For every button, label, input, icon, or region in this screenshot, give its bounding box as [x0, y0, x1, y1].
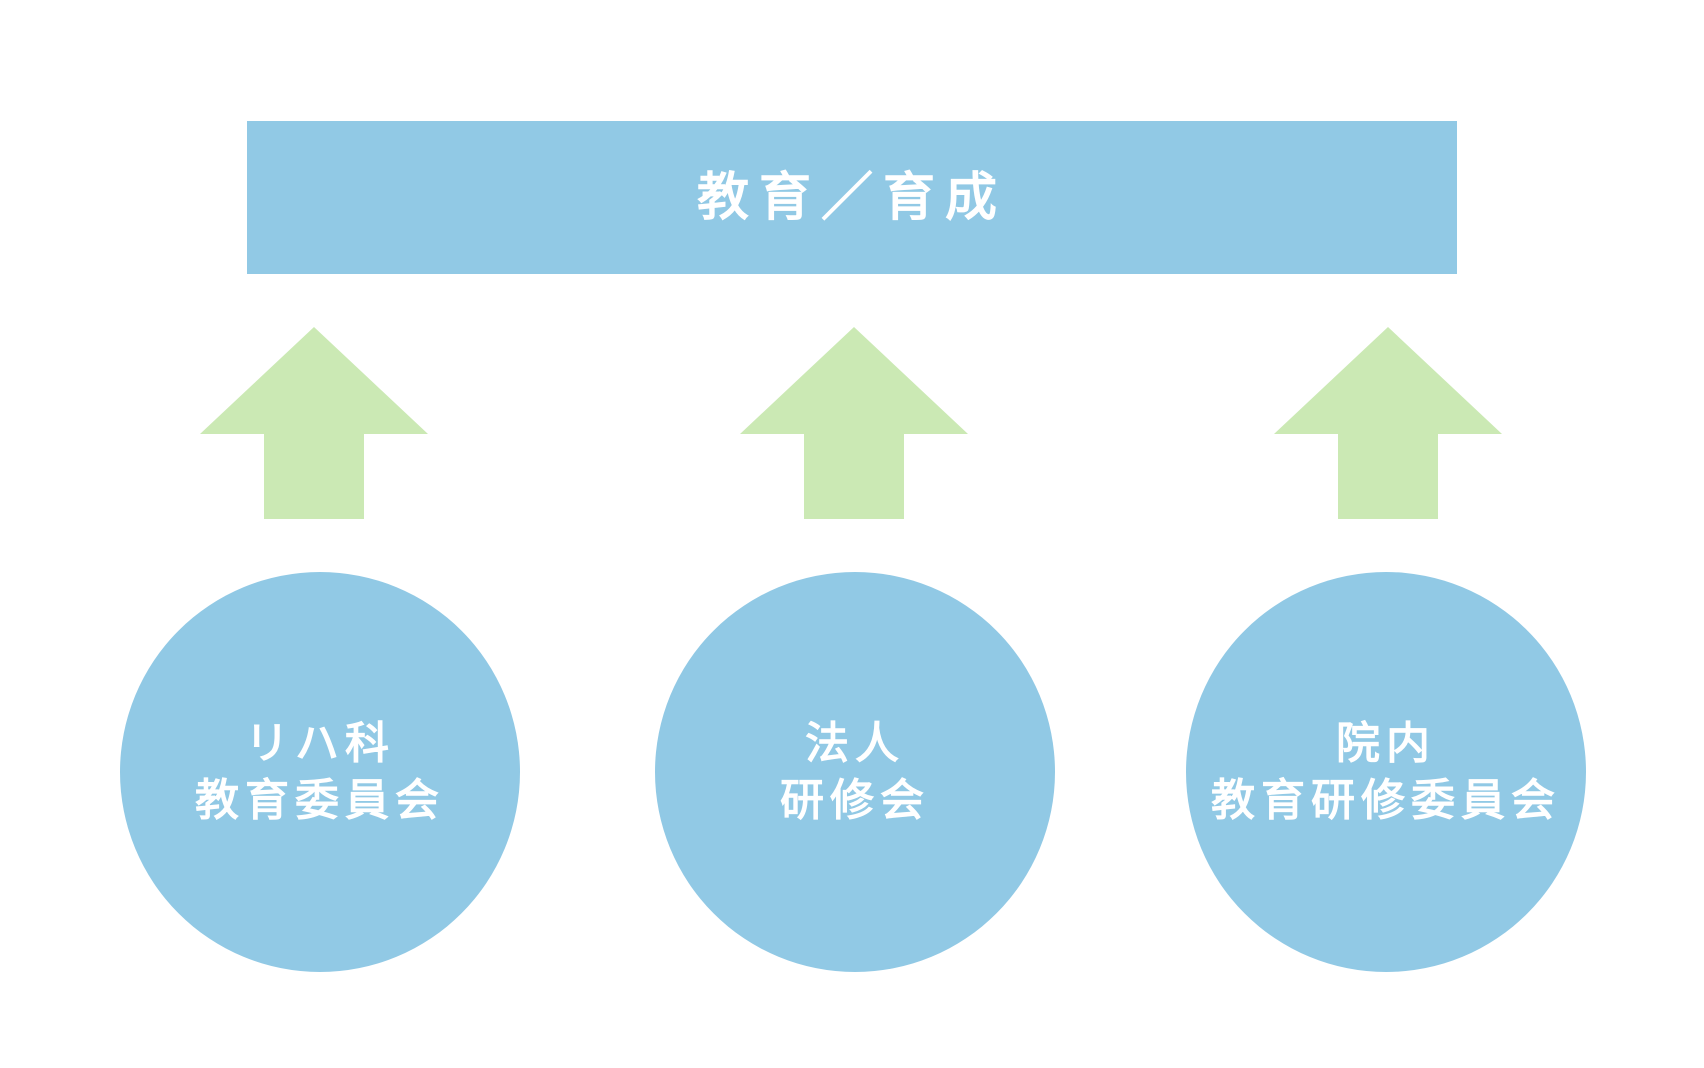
node-line-2: 教育研修委員会 — [1211, 775, 1561, 826]
arrow-up-1 — [200, 327, 428, 519]
node-line-1: 法人 — [805, 717, 905, 769]
node-line-1: 院内 — [1336, 717, 1436, 769]
node-rehab-education-committee: リハ科 教育委員会 — [120, 572, 520, 972]
goal-label: 教育／育成 — [696, 167, 1007, 228]
node-line-2: 研修会 — [780, 775, 930, 826]
goal-box: 教育／育成 — [247, 121, 1457, 274]
node-hospital-training-committee: 院内 教育研修委員会 — [1186, 572, 1586, 972]
arrow-up-3 — [1274, 327, 1502, 519]
node-corporate-training: 法人 研修会 — [655, 572, 1055, 972]
node-line-1: リハ科 — [245, 717, 395, 769]
node-line-2: 教育委員会 — [195, 775, 445, 826]
arrow-up-2 — [740, 327, 968, 519]
